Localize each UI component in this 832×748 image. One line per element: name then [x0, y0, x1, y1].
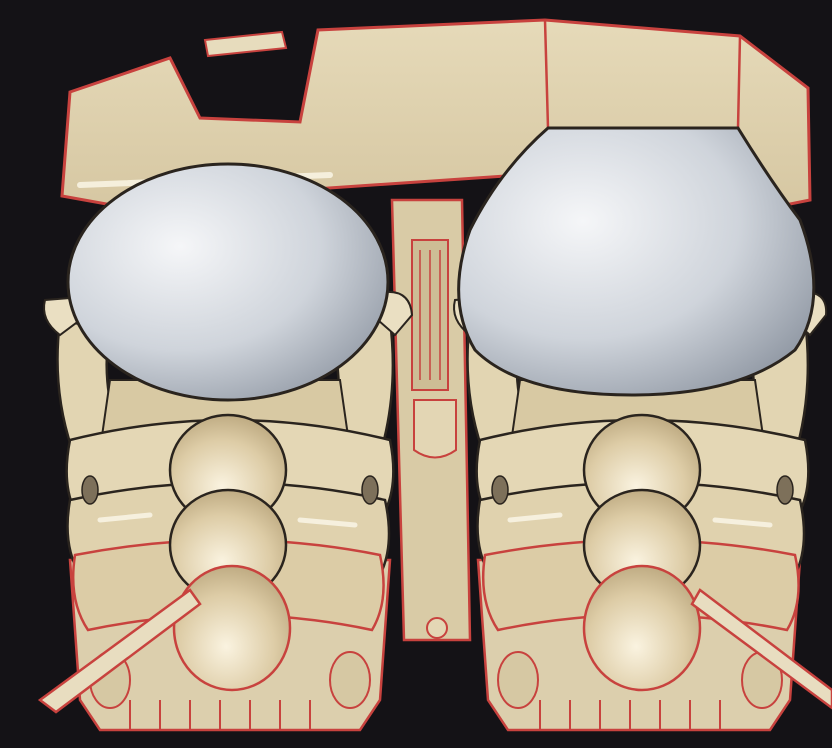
- driver-head: [174, 566, 290, 690]
- console-knob: [427, 618, 447, 638]
- driver-airbag: [68, 164, 388, 400]
- passenger-head: [584, 566, 700, 690]
- passenger-airbag: [459, 128, 814, 395]
- center-console: [392, 200, 470, 640]
